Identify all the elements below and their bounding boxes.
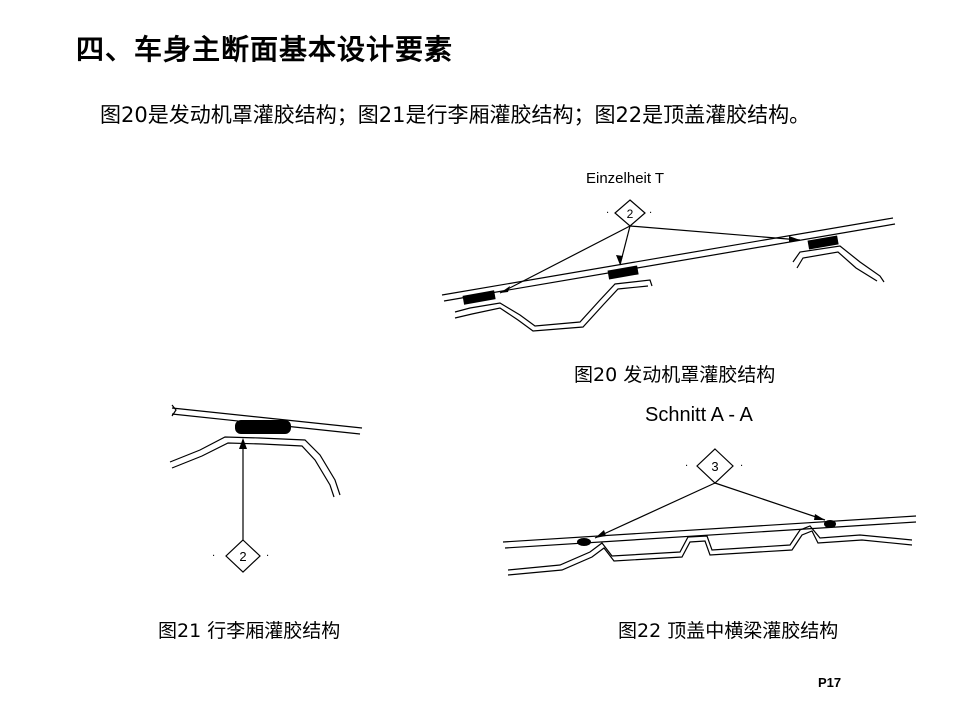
svg-text:·: · (740, 461, 743, 472)
svg-text:·: · (685, 461, 688, 472)
fig20-marker-number: 2 (627, 207, 634, 221)
fig22-roof-drawing: 3 · · (502, 448, 917, 576)
fig22-section-label: Schnitt A - A (645, 404, 753, 426)
fig22-marker-number: 3 (711, 459, 718, 474)
fig21-trunk-drawing: 2 · · (169, 404, 363, 573)
fig20-caption: 图20 发动机罩灌胶结构 (574, 364, 776, 386)
section-title: 四、车身主断面基本设计要素 (76, 33, 454, 66)
svg-text:·: · (212, 551, 215, 562)
fig21-marker-number: 2 (239, 549, 246, 564)
svg-text:·: · (649, 208, 652, 219)
page-number: P17 (818, 675, 842, 690)
fig20-detail-label: Einzelheit T (586, 170, 665, 187)
fig22-caption: 图22 顶盖中横梁灌胶结构 (618, 620, 839, 642)
fig20-hood-drawing: 2 · · (441, 199, 896, 332)
fig21-caption: 图21 行李厢灌胶结构 (158, 620, 341, 642)
svg-text:·: · (606, 208, 609, 219)
svg-text:·: · (266, 551, 269, 562)
intro-paragraph: 图20是发动机罩灌胶结构；图21是行李厢灌胶结构；图22是顶盖灌胶结构。 (100, 103, 811, 127)
